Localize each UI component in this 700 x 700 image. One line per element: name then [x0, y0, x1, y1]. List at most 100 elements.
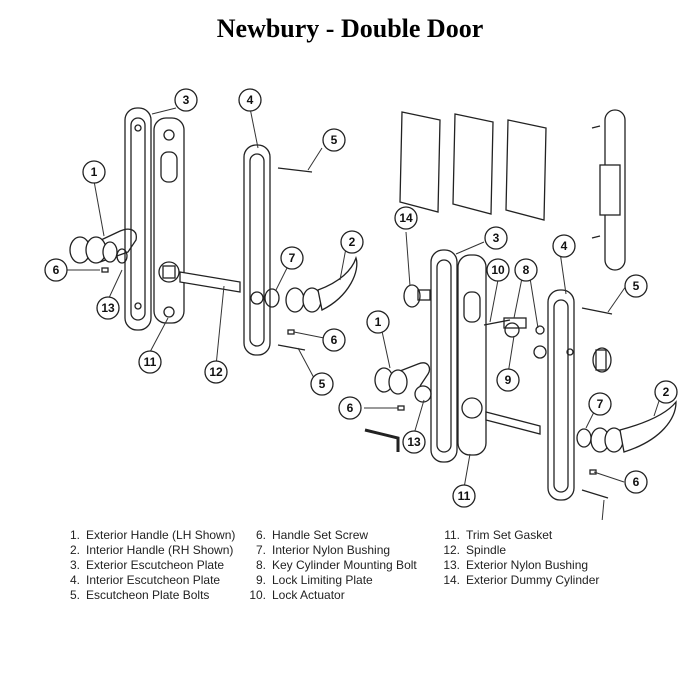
callout-circle-c14 — [394, 206, 418, 230]
exterior-escutcheon-plate-left — [124, 107, 152, 331]
spindle-left — [179, 271, 241, 293]
thumb-turn — [592, 347, 612, 373]
callout-circle-c3b — [484, 226, 508, 250]
callout-circle-c5c — [624, 274, 648, 298]
legend-item-label: Interior Nylon Bushing — [272, 543, 391, 557]
callout-circle-c11b — [452, 484, 476, 508]
exterior-dummy-cylinder — [403, 284, 431, 308]
callout-circle-c4b — [552, 234, 576, 258]
legend-item-number: 8. — [255, 558, 266, 572]
legend-item-label: Escutcheon Plate Bolts — [86, 588, 210, 602]
interior-handle-right — [590, 400, 677, 453]
legend-item-label: Handle Set Screw — [272, 528, 369, 542]
legend-item: 1.Exterior Handle (LH Shown) — [58, 528, 235, 543]
callout-label-c4b: 4 — [561, 239, 568, 253]
exterior-handle-left — [69, 228, 137, 264]
diagram-title: Newbury - Double Door — [216, 14, 484, 43]
legend-item-label: Lock Actuator — [272, 588, 345, 602]
callout-circle-c8 — [514, 258, 538, 282]
handle-set-screw-right — [397, 405, 405, 411]
legend-item-number: 7. — [255, 543, 266, 557]
callout-label-c3a: 3 — [183, 93, 190, 107]
legend-item: 7. Interior Nylon Bushing — [244, 543, 417, 558]
callout-label-c10: 10 — [491, 263, 505, 277]
callout-circle-c5a — [322, 128, 346, 152]
legend-item-number: 12. — [443, 543, 460, 557]
handle-set-screw-left-2 — [287, 329, 295, 335]
legend-item-number: 10. — [249, 588, 266, 602]
legend-column-1: 1.Exterior Handle (LH Shown)2.Interior H… — [58, 528, 235, 603]
legend-item-label: Trim Set Gasket — [466, 528, 553, 542]
legend-item-label: Key Cylinder Mounting Bolt — [272, 558, 417, 572]
callout-circle-c6c — [338, 396, 362, 420]
interior-nylon-bushing-right — [576, 428, 592, 448]
callout-label-c1b: 1 — [375, 315, 382, 329]
legend-item-number: 4. — [69, 573, 80, 587]
callout-circle-c1a — [82, 160, 106, 184]
legend-item: 11. Trim Set Gasket — [438, 528, 599, 543]
allen-key — [364, 428, 400, 452]
callout-label-c2a: 2 — [349, 235, 356, 249]
spindle-right — [485, 411, 541, 435]
callout-circle-c1b — [366, 310, 390, 334]
callout-label-c11a: 11 — [144, 355, 157, 369]
legend-item: 14.Exterior Dummy Cylinder — [438, 573, 599, 588]
callout-label-c8: 8 — [523, 263, 530, 277]
legend-item-number: 13. — [443, 558, 460, 572]
callout-circle-c5b — [310, 372, 334, 396]
legend-item-number: 6. — [255, 528, 266, 542]
legend-item: 12.Spindle — [438, 543, 599, 558]
escutcheon-bolt-left-top — [277, 167, 313, 173]
legend-item: 13. Exterior Nylon Bushing — [438, 558, 599, 573]
legend-item: 3.Exterior Escutcheon Plate — [58, 558, 235, 573]
callout-label-c9: 9 — [505, 373, 512, 387]
interior-handle-left — [285, 255, 358, 313]
callout-circle-c3a — [174, 88, 198, 112]
callout-circle-c4a — [238, 88, 262, 112]
callout-circle-c13a — [96, 296, 120, 320]
callout-label-c12a: 12 — [209, 365, 223, 379]
legend-item-label: Interior Escutcheon Plate — [86, 573, 221, 587]
legend-item-label: Lock Limiting Plate — [272, 573, 373, 587]
legend-item: 5. Escutcheon Plate Bolts — [58, 588, 235, 603]
callout-circle-c6d — [624, 470, 648, 494]
callout-label-c5b: 5 — [319, 377, 326, 391]
callout-label-c5a: 5 — [331, 133, 338, 147]
callout-circle-c7a — [280, 246, 304, 270]
callout-label-c2b: 2 — [663, 385, 670, 399]
exterior-handle-right — [374, 362, 432, 403]
escutcheon-bolt-left-bottom — [277, 344, 306, 351]
legend-item-number: 2. — [69, 543, 80, 557]
interior-nylon-bushing-left — [264, 288, 280, 308]
handle-set-screw-left — [101, 267, 109, 273]
strike-plate — [591, 109, 626, 271]
legend-item-label: Exterior Nylon Bushing — [466, 558, 589, 572]
legend-item-number: 9. — [255, 573, 266, 587]
callout-circle-c9 — [496, 368, 520, 392]
callout-circle-c7b — [588, 392, 612, 416]
legend-item-number: 5. — [69, 588, 80, 602]
callout-circle-c2a — [340, 230, 364, 254]
callout-label-c3b: 3 — [493, 231, 500, 245]
callout-label-c13a: 13 — [101, 301, 115, 315]
callout-circle-c13b — [402, 430, 426, 454]
lock-actuator-group — [483, 317, 547, 359]
legend-item-number: 11. — [444, 528, 460, 542]
callout-circle-c11a — [138, 350, 162, 374]
callout-label-c6b: 6 — [331, 333, 338, 347]
legend-item-number: 1. — [69, 528, 80, 542]
callout-label-c4a: 4 — [247, 93, 254, 107]
callout-label-c11b: 11 — [458, 489, 471, 503]
legend-item: 4. Interior Escutcheon Plate — [58, 573, 235, 588]
callout-circle-c6a — [44, 258, 68, 282]
legend-item: 10. Lock Actuator — [244, 588, 417, 603]
escutcheon-bolt-right-bottom — [581, 489, 609, 499]
legend-item-number: 3. — [69, 558, 80, 572]
interior-escutcheon-plate-left — [243, 144, 271, 356]
callout-label-c13b: 13 — [407, 435, 421, 449]
interior-escutcheon-plate-right — [547, 289, 575, 501]
legend-item: 6. Handle Set Screw — [244, 528, 417, 543]
